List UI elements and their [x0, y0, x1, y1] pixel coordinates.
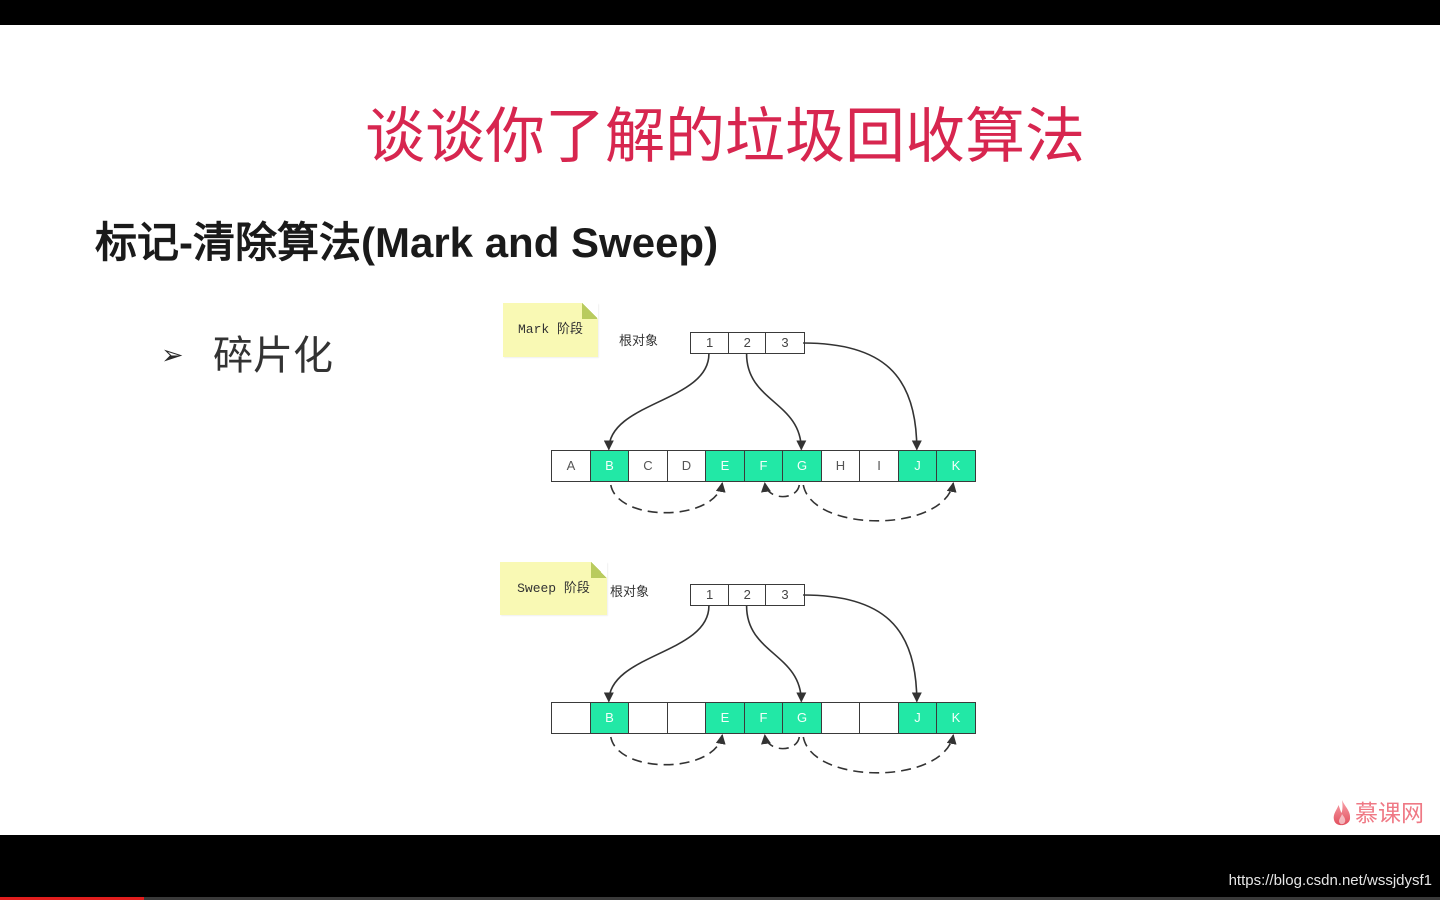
root-reference-arrow [603, 605, 710, 703]
root-reference-box: 1 [690, 584, 730, 606]
object-reference-arrow [761, 734, 801, 750]
video-bottom-bar: https://blog.csdn.net/wssjdysf1 [0, 835, 1440, 900]
heap-object-free [628, 702, 668, 734]
root-reference-box: 2 [727, 332, 767, 354]
heap-object-free [666, 702, 707, 734]
note-fold-corner [591, 562, 607, 578]
root-reference-box: 3 [765, 332, 805, 354]
heap-object-free [820, 702, 861, 734]
root-reference-arrow [603, 353, 710, 451]
root-reference-arrow [745, 605, 807, 703]
heap-object-free: D [666, 450, 707, 482]
flame-icon [1333, 800, 1351, 826]
heap-object-free [551, 702, 591, 734]
object-reference-arrow [610, 734, 726, 766]
root-reference-box: 2 [727, 584, 767, 606]
heap-object-live: K [936, 702, 976, 734]
root-reference-arrow [803, 342, 922, 451]
phase-sticky-note: Mark 阶段 [503, 303, 598, 357]
heap-object-free: I [859, 450, 899, 482]
slide-heading: 标记-清除算法(Mark and Sweep) [95, 219, 719, 266]
bullet-arrow-icon: ➢ [161, 340, 184, 371]
heap-object-live: E [705, 450, 745, 482]
root-objects-label: 根对象 [619, 334, 659, 349]
heap-object-free [859, 702, 899, 734]
object-reference-arrow [610, 482, 726, 514]
root-reference-arrow [745, 353, 807, 451]
heap-object-free: H [820, 450, 861, 482]
bullet-item: ➢ 碎片化 [0, 334, 420, 382]
bullet-text: 碎片化 [213, 333, 333, 379]
object-reference-arrow [761, 482, 801, 498]
heap-object-live: B [589, 450, 630, 482]
object-reference-arrow [802, 482, 957, 522]
heap-object-live: F [743, 702, 784, 734]
imooc-logo: 慕课网 [1330, 798, 1434, 830]
heap-object-live: G [782, 702, 822, 734]
root-reference-arrow [803, 594, 922, 703]
presentation-slide: 谈谈你了解的垃圾回收算法 标记-清除算法(Mark and Sweep) ➢ 碎… [0, 25, 1440, 835]
heap-object-live: B [589, 702, 630, 734]
phase-note-text: Sweep 阶段 [517, 580, 590, 596]
heap-object-live: J [897, 702, 938, 734]
heap-object-free: C [628, 450, 668, 482]
heap-object-live: K [936, 450, 976, 482]
heap-object-live: F [743, 450, 784, 482]
watermark-url: https://blog.csdn.net/wssjdysf1 [1228, 872, 1432, 889]
phase-note-text: Mark 阶段 [517, 322, 583, 337]
video-progress-fill [0, 897, 144, 900]
root-reference-box: 1 [690, 332, 730, 354]
heap-object-live: J [897, 450, 938, 482]
heap-object-live: G [782, 450, 822, 482]
root-objects-label: 根对象 [610, 585, 650, 600]
slide-title: 谈谈你了解的垃圾回收算法 [365, 102, 1085, 172]
heap-object-free: A [551, 450, 591, 482]
logo-text: 慕课网 [1355, 801, 1424, 827]
video-top-bar [0, 0, 1440, 25]
object-reference-arrow [802, 734, 957, 774]
video-progress-bar[interactable] [0, 897, 1440, 900]
note-fold-corner [582, 303, 598, 319]
heap-object-live: E [705, 702, 745, 734]
root-reference-box: 3 [765, 584, 805, 606]
phase-sticky-note: Sweep 阶段 [500, 562, 607, 615]
